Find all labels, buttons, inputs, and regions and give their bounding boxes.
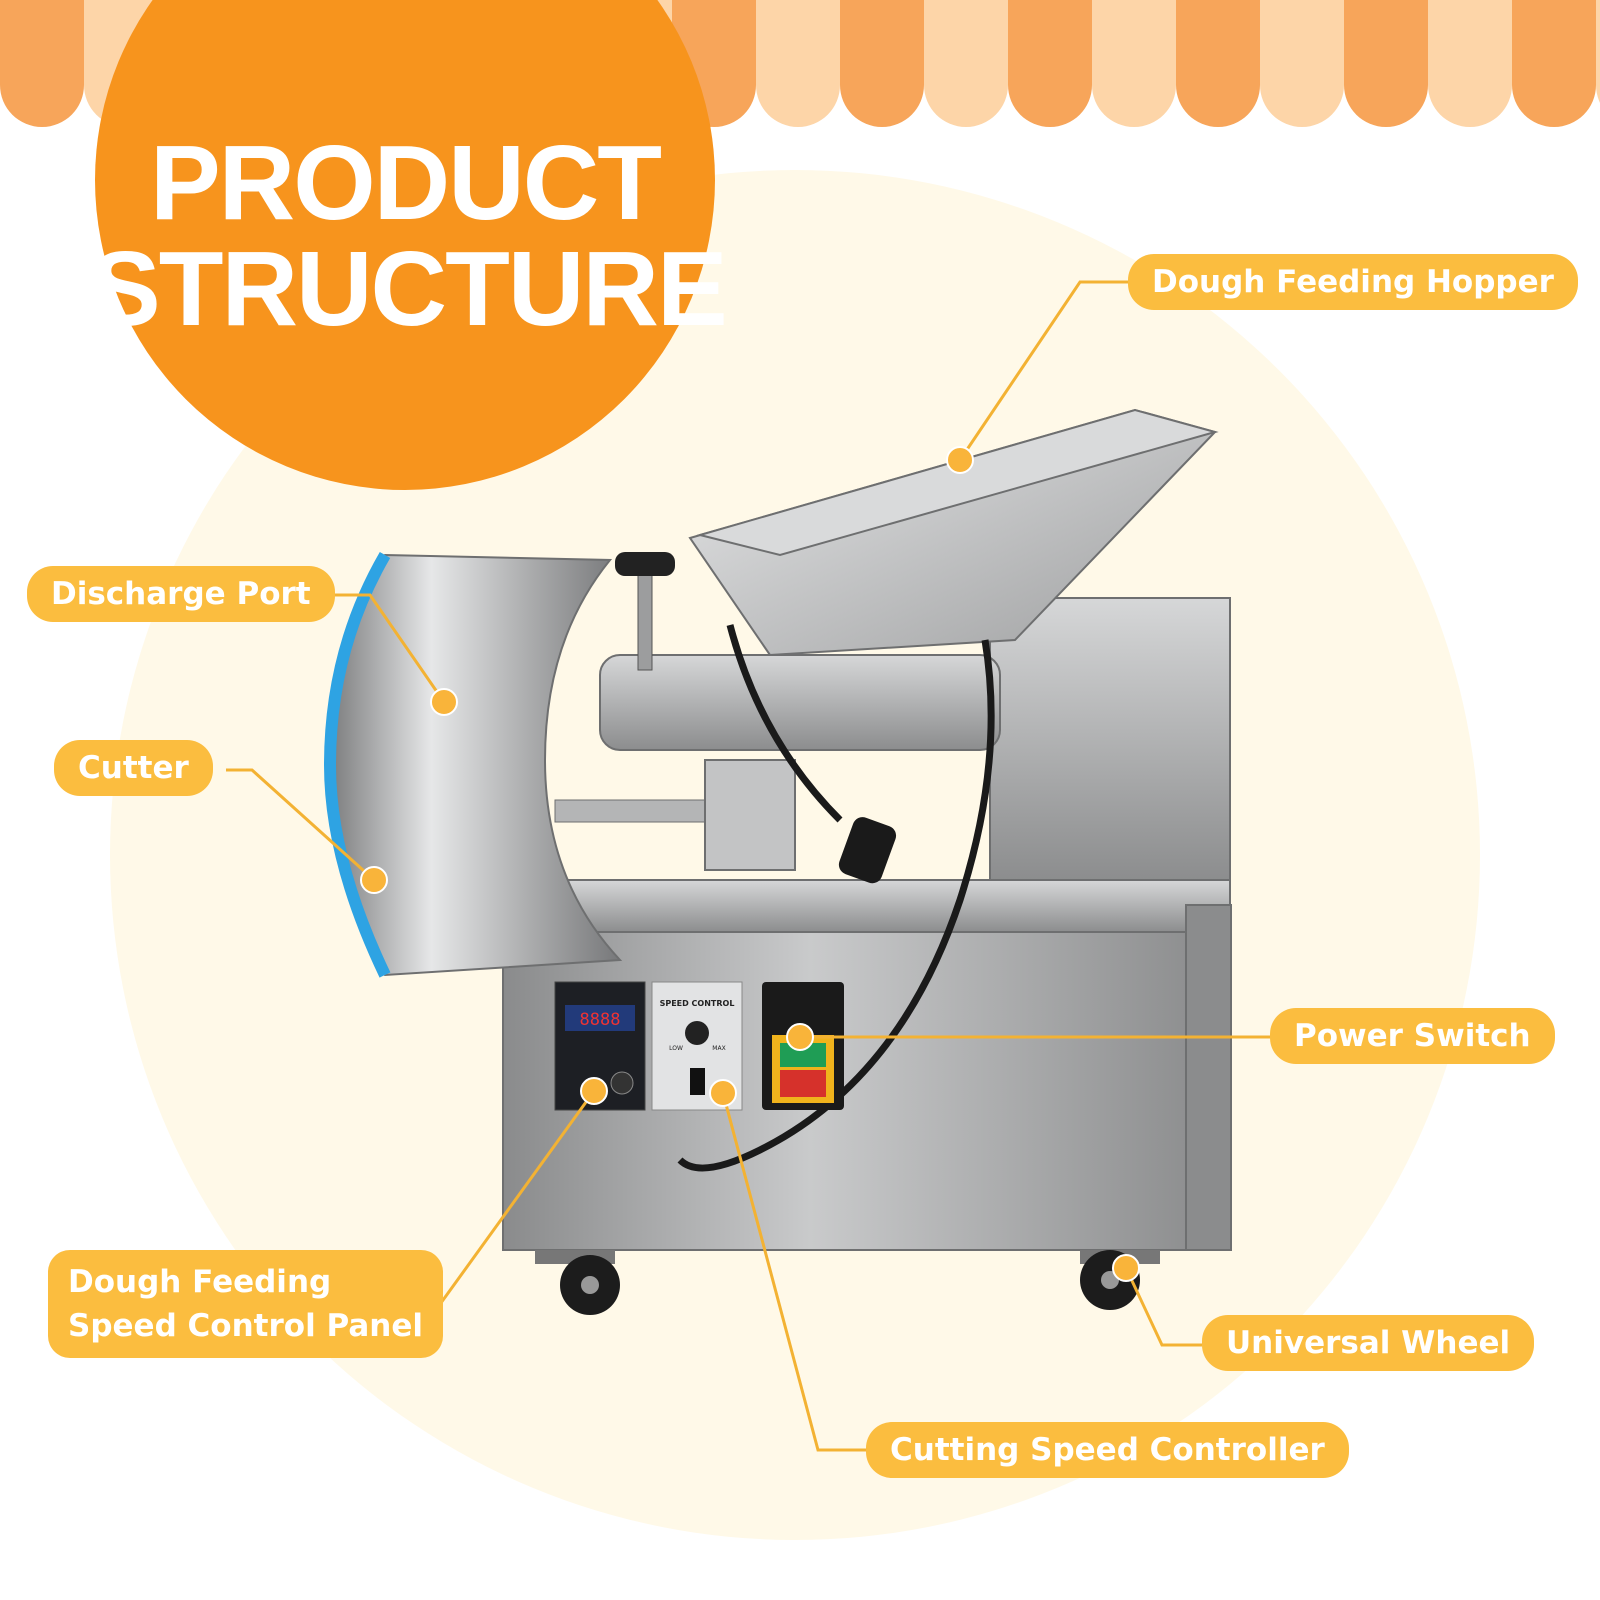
dot-discharge: [430, 688, 458, 716]
title-line-2: STRUCTURE: [90, 230, 728, 348]
callout-cutter: Cutter: [54, 740, 213, 796]
awning-scallop: [1176, 0, 1260, 127]
power-off-button: [780, 1070, 826, 1097]
left-caster-hub: [581, 1276, 599, 1294]
dot-hopper: [946, 446, 974, 474]
callout-dough-feeding-hopper: Dough Feeding Hopper: [1128, 254, 1578, 310]
clamp-knob: [615, 552, 675, 576]
speed-dial-label: SPEED CONTROL: [660, 999, 735, 1008]
dot-cutter: [360, 866, 388, 894]
extrusion-tube: [599, 654, 1001, 751]
speed-dial-low-label: LOW: [669, 1045, 683, 1052]
awning-scallop: [1260, 0, 1344, 127]
awning-scallop: [1596, 0, 1600, 103]
dot-power-switch: [786, 1023, 814, 1051]
awning-scallop: [0, 0, 84, 127]
callout-speed-panel-line-1: Dough Feeding: [68, 1264, 332, 1300]
awning-scallop: [1092, 0, 1176, 127]
power-plug: [838, 817, 897, 884]
dot-cutting-speed: [709, 1079, 737, 1107]
cutter-drum-blue-edge: [323, 551, 391, 978]
rocker-switch: [690, 1068, 705, 1095]
digital-display: [565, 1005, 635, 1031]
leader-cutter: [226, 768, 376, 882]
power-cable: [677, 624, 995, 1172]
leader-hopper: [958, 280, 1132, 461]
awning-scallop: [1428, 0, 1512, 127]
cabinet-right-side: [1185, 904, 1232, 1251]
motor-housing: [989, 597, 1231, 881]
awning-scallop: [1008, 0, 1092, 127]
awning-scallop: [756, 0, 840, 127]
callout-cutting-speed-controller: Cutting Speed Controller: [866, 1422, 1349, 1478]
awning-scallop: [1344, 0, 1428, 127]
dot-wheel: [1112, 1254, 1140, 1282]
speed-dial-max-label: MAX: [712, 1045, 725, 1052]
callout-speed-control-panel: Dough Feeding Speed Control Panel: [48, 1250, 444, 1358]
callout-universal-wheel: Universal Wheel: [1202, 1315, 1535, 1371]
title-line-1: PRODUCT: [149, 124, 662, 242]
leader-wheel: [1124, 1267, 1202, 1347]
panel-knob: [610, 1071, 634, 1095]
title-badge-circle: [95, 0, 715, 490]
callout-power-switch: Power Switch: [1270, 1008, 1555, 1064]
awning-scallop: [1512, 0, 1596, 127]
hopper-opening: [696, 408, 1219, 557]
leader-discharge: [334, 593, 446, 703]
digital-display-value: 8888: [580, 1010, 621, 1030]
callout-speed-panel-line-2: Speed Control Panel: [68, 1308, 424, 1344]
speed-dial-knob: [685, 1021, 709, 1045]
leader-cutting-speed: [721, 1092, 866, 1452]
cabinet-top-plate: [529, 879, 1231, 933]
callout-discharge-port: Discharge Port: [27, 566, 335, 622]
dot-speed-panel: [580, 1077, 608, 1105]
shaft-bracket: [704, 759, 796, 871]
awning-scallop: [924, 0, 1008, 127]
awning-scallop: [840, 0, 924, 127]
